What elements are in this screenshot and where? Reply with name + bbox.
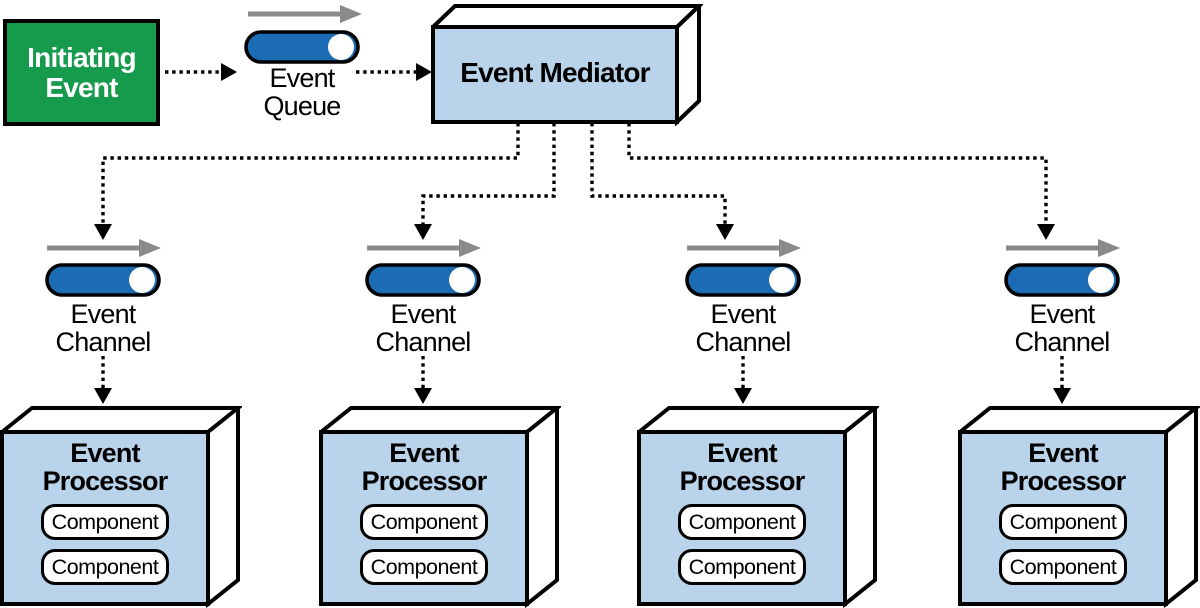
channel-cylinder-icon [365,263,481,297]
event-processor-title-line2: Processor [1000,466,1127,496]
component-pill: Component [999,504,1127,540]
event-processor-title-line1: Event [70,438,140,468]
component-pill: Component [41,549,169,585]
event-processor-3-content: Event Processor Component Component [639,434,845,602]
mediator-top-face [431,4,703,29]
flow-arrow-icon [47,239,161,257]
flow-arrow-icon [248,5,362,23]
initiating-event-label-line1: Initiating [27,41,136,73]
event-channel-2-label: Event Channel [353,300,493,356]
arrowhead-to-processor-2 [414,388,432,404]
event-channel-1-label: Event Channel [33,300,173,356]
arrowhead-initiating-to-queue [221,63,237,81]
flow-arrow-icon [1006,239,1120,257]
event-channel-label-line2: Channel [1014,327,1111,357]
arrowhead-queue-to-mediator [416,63,432,81]
connector-mediator-to-channel-2 [421,123,556,224]
component-pill: Component [360,504,488,540]
event-processor-title-line1: Event [707,438,777,468]
event-queue-label: Event Queue [232,64,372,120]
event-channel-label-line2: Channel [375,327,472,357]
event-channel-label-line1: Event [70,299,136,329]
arrowhead-to-processor-3 [734,388,752,404]
initiating-event-node: Initiating Event [3,19,160,126]
component-pill: Component [360,549,488,585]
mediator-front-face [431,25,679,124]
event-channel-3-label: Event Channel [673,300,813,356]
event-processor-title-line2: Processor [42,466,169,496]
event-mediator-node [431,4,703,126]
connector-mediator-to-channel-3 [590,123,727,224]
processor-top-face [319,406,561,434]
component-pill: Component [999,549,1127,585]
arrowhead-to-channel-1 [94,224,112,240]
event-processor-title: Event Processor [361,438,488,496]
component-pill: Component [41,504,169,540]
event-channel-label-line1: Event [710,299,776,329]
channel-cylinder-icon [45,263,161,297]
component-pill: Component [678,504,806,540]
event-processor-2-content: Event Processor Component Component [321,434,527,602]
event-queue-label-line1: Event [269,63,335,93]
arrowhead-to-channel-2 [414,224,432,240]
queue-cylinder-icon [244,30,360,64]
component-list: Component Component [678,504,806,585]
component-list: Component Component [41,504,169,585]
channel-cylinder-icon [1004,263,1120,297]
component-list: Component Component [360,504,488,585]
arrowhead-to-processor-4 [1053,388,1071,404]
event-processor-title: Event Processor [42,438,169,496]
processor-right-face [525,406,559,608]
initiating-event-label-line2: Event [45,71,118,103]
flow-arrow-icon [367,239,481,257]
event-processor-4-content: Event Processor Component Component [960,434,1166,602]
event-channel-label-line2: Channel [695,327,792,357]
processor-right-face [206,406,240,608]
arrowhead-to-channel-4 [1037,224,1055,240]
processor-right-face [843,406,877,608]
event-mediator-label: Event Mediator [460,57,650,88]
component-pill: Component [678,549,806,585]
event-processor-title: Event Processor [679,438,806,496]
component-list: Component Component [999,504,1127,585]
connector-mediator-to-channel-1 [101,123,520,224]
event-processor-title-line2: Processor [361,466,488,496]
processor-right-face [1164,406,1198,608]
processor-top-face [637,406,879,434]
processor-top-face [958,406,1200,434]
event-processor-title-line2: Processor [679,466,806,496]
event-channel-label-line1: Event [390,299,456,329]
event-processor-1-content: Event Processor Component Component [2,434,208,602]
arrowhead-to-channel-3 [716,224,734,240]
event-channel-4-label: Event Channel [992,300,1132,356]
mediator-right-face [675,4,701,126]
event-processor-title-line1: Event [1028,438,1098,468]
arrowhead-to-processor-1 [94,388,112,404]
event-processor-title-line1: Event [389,438,459,468]
connector-mediator-to-channel-4 [627,123,1048,224]
event-channel-label-line2: Channel [55,327,152,357]
flow-arrow-icon [687,239,801,257]
event-channel-label-line1: Event [1029,299,1095,329]
event-processor-title: Event Processor [1000,438,1127,496]
channel-cylinder-icon [685,263,801,297]
processor-top-face [0,406,242,434]
event-queue-label-line2: Queue [263,91,341,121]
